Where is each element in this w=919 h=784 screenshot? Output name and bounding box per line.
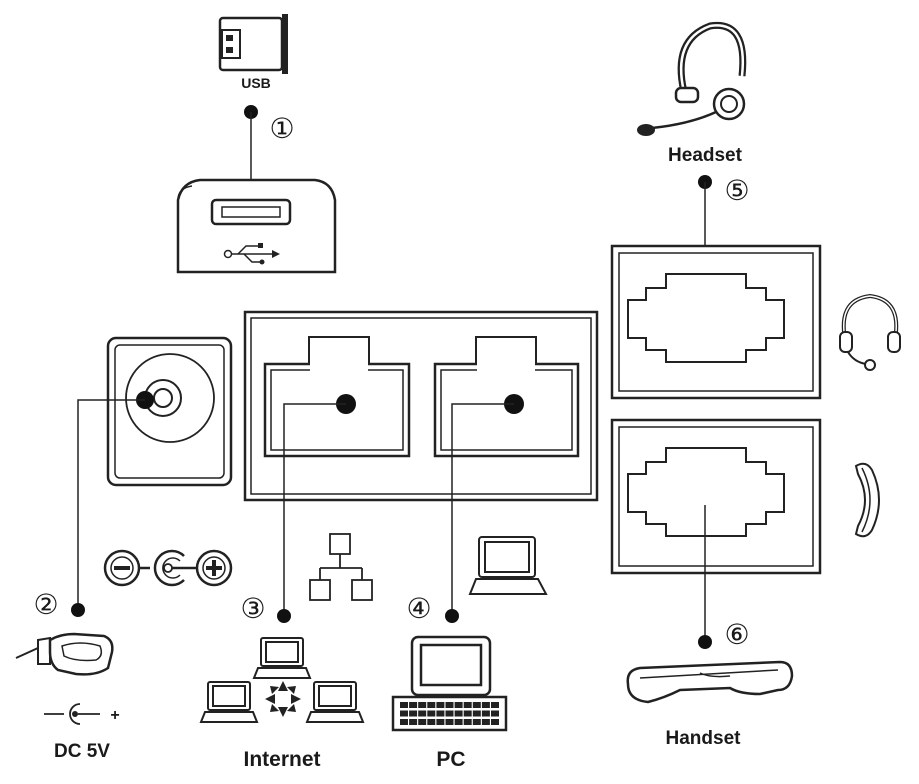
internet-network-icon [199,637,365,723]
headset-icon [637,21,747,136]
keyboard-key [463,710,472,717]
headset-symbol-icon [839,293,901,371]
callout-5: ⑤ [724,174,749,207]
keyboard-key [445,702,454,708]
keyboard-key [454,719,463,725]
headset-label: Headset [668,145,743,166]
keyboard-key [418,710,427,717]
dc-jack-symbol-icon [44,703,100,725]
dc-power-port [106,336,233,487]
keyboard-key [491,710,499,717]
handset-symbol-icon [854,462,880,538]
keyboard-key [481,710,490,717]
internet-connector-dot [277,609,291,623]
keyboard-key [409,719,418,725]
pc-leader-line [451,403,514,616]
keyboard-key [427,702,436,708]
keyboard-key [472,710,481,717]
keyboard-key [436,719,445,725]
dc-leader-line [77,399,145,610]
keyboard-key [454,702,463,708]
handset-icon [626,660,794,704]
callout-4: ④ [406,592,431,625]
power-adapter-icon [15,632,114,676]
pc-monitor-icon [468,536,548,595]
keyboard-key [400,702,408,708]
network-topology-icon [309,533,373,601]
polarity-symbol-icon [103,549,233,587]
callout-2: ② [33,588,58,621]
pc-keyboard-icon [400,702,499,725]
network-arrows-icon [265,681,301,717]
keyboard-key [472,702,481,708]
keyboard-key [481,719,490,725]
keyboard-key [472,719,481,725]
handset-port [610,418,822,575]
keyboard-key [463,719,472,725]
usb-drive-icon [218,14,288,74]
keyboard-key [445,710,454,717]
keyboard-key [418,719,427,725]
internet-leader-line [283,403,346,616]
pc-port [433,336,580,458]
headset-port [610,244,822,400]
usb-symbol-icon [223,243,280,265]
keyboard-key [481,702,490,708]
keyboard-key [409,702,418,708]
keyboard-key [409,710,418,717]
keyboard-key [454,710,463,717]
keyboard-key [400,710,408,717]
keyboard-key [491,719,499,725]
usb-port [176,178,337,274]
handset-connector-dot [698,635,712,649]
keyboard-key [400,719,408,725]
dc-plus-label: + [110,707,119,724]
usb-label: USB [241,75,271,91]
keyboard-key [463,702,472,708]
callout-1: ① [269,112,294,145]
keyboard-key [491,702,499,708]
handset-label: Handset [666,728,742,749]
callout-6: ⑥ [724,618,749,651]
keyboard-key [436,702,445,708]
internet-label: Internet [243,748,320,771]
dc-label: DC 5V [54,741,110,762]
pc-label: PC [436,748,465,771]
keyboard-key [445,719,454,725]
keyboard-key [427,719,436,725]
dc-adapter-dot [71,603,85,617]
callout-3: ③ [240,592,265,625]
keyboard-key [427,710,436,717]
keyboard-key [418,702,427,708]
keyboard-key [436,710,445,717]
pc-connector-dot [445,609,459,623]
internet-port [263,336,411,458]
